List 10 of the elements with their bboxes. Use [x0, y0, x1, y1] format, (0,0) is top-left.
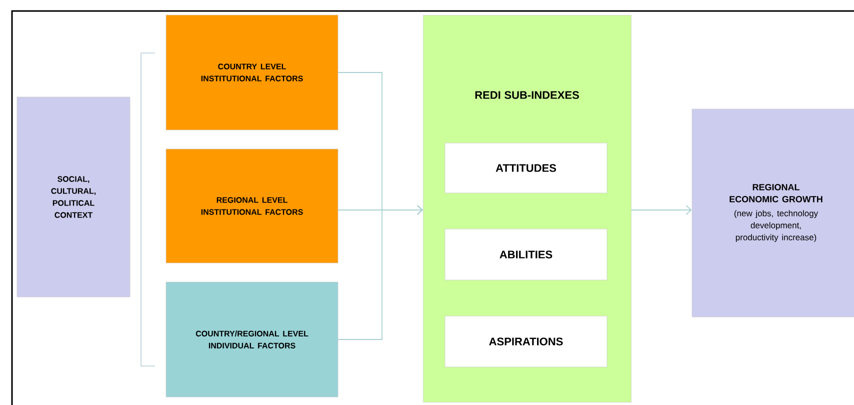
- factor-box: COUNTRY LEVEL INSTITUTIONAL FACTORS: [166, 14, 338, 130]
- outcome-box: REGIONAL ECONOMIC GROWTH (new jobs, technology development, productivity increase): [692, 108, 854, 318]
- sub-index-box: ABILITIES: [444, 228, 608, 280]
- context-box: SOCIAL, CULTURAL, POLITICAL CONTEXT: [16, 96, 130, 298]
- factor-box: COUNTRY/REGIONAL LEVEL INDIVIDUAL FACTORS: [166, 282, 338, 398]
- arrow: [630, 205, 692, 215]
- sub-index-box: ASPIRATIONS: [444, 316, 608, 368]
- arrow: [338, 205, 423, 340]
- factor-box: REGIONAL LEVEL INSTITUTIONAL FACTORS: [166, 148, 338, 264]
- sub-index-box: ATTITUDES: [444, 142, 608, 194]
